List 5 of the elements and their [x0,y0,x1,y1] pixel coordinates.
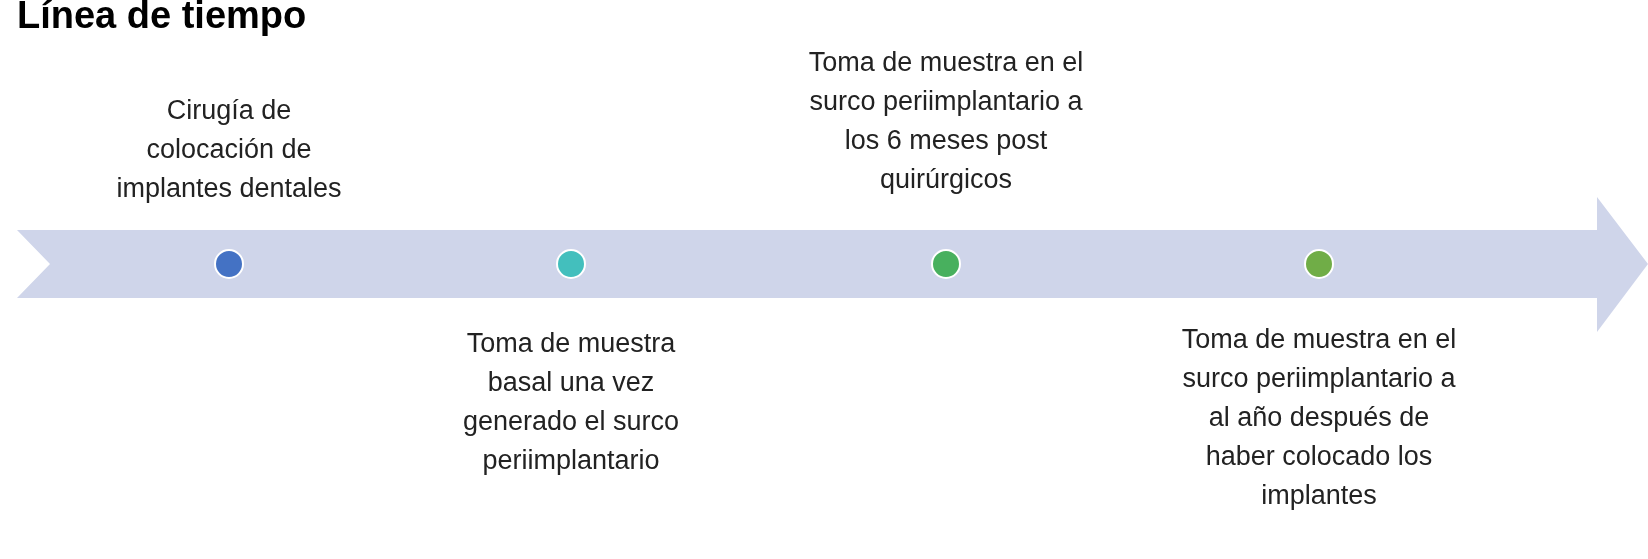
event-description: Cirugía de colocación de implantes dentales [115,94,343,205]
event-description: Toma de muestra basal una vez generado el surco periimplantario [461,327,681,477]
event-description: Toma de muestra en el surco periimplantario a al año después de haber colocado los implantes [1180,323,1458,512]
event-description: Toma de muestra en el surco periimplantario a los 6 meses post quirúrgicos [807,46,1085,196]
title: Línea de tiempo [17,0,307,37]
